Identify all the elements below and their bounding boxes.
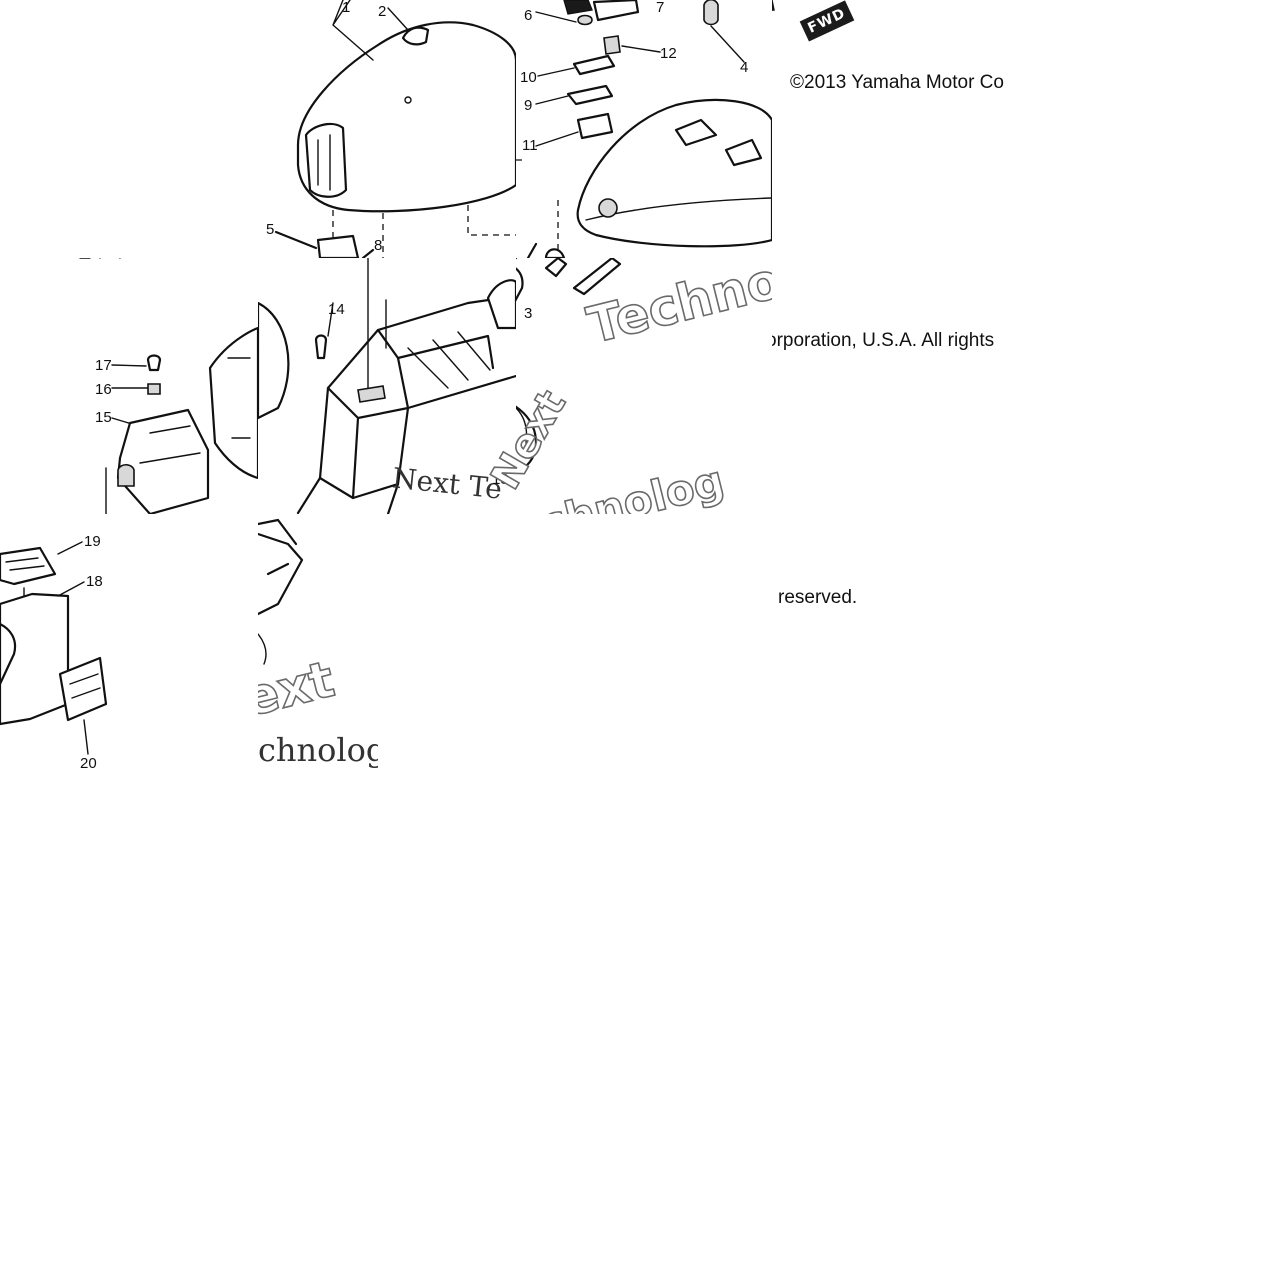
watermark-chnolog: chnolog [258,731,378,769]
callout-5: 5 [266,221,275,238]
callout-1: 1 [342,0,351,16]
emblem-19 [0,546,57,586]
tile-side-cover: 19 18 20 [0,514,258,772]
tile-copyright-top: FWD ©2013 Yamaha Motor Co [772,0,1030,258]
tile-frame-tail: 3 Techno Technolog [516,258,774,514]
seat-cowl-shape [296,21,516,213]
emblem-20 [58,656,108,722]
cowl-cap [401,26,430,46]
callout-12: 12 [660,45,677,62]
copyright-line-3: reserved. [778,587,858,608]
hardware-drawing [516,0,772,258]
callout-16: 16 [95,381,112,398]
callout-15: 15 [95,409,112,426]
fuel-tank-shape [576,98,772,248]
tile-copyright-bottom: reserved. [772,514,1030,772]
callout-7: 7 [656,0,665,16]
tile-watermark-strip [378,514,636,544]
license-bracket-shape [116,408,210,514]
callout-20: 20 [80,755,97,772]
callout-18: 18 [86,573,103,590]
callout-14: 14 [328,301,345,318]
tile-left-bracket: 17 16 15 [0,258,258,514]
rack-frame-drawing [258,258,516,514]
callout-10: 10 [520,69,537,86]
callout-17: 17 [95,357,112,374]
callout-11: 11 [522,137,538,154]
side-cover-shape [0,592,70,726]
tile-copyright-mid: orporation, U.S.A. All rights [772,258,1030,514]
copyright-line-2: orporation, U.S.A. All rights [772,330,995,351]
side-cover-drawing [0,541,108,755]
callout-3: 3 [524,305,533,322]
callout-13: 13 [492,471,509,488]
callout-19: 19 [84,533,101,550]
callout-6: 6 [524,7,533,24]
callout-9: 9 [524,97,533,114]
callout-2: 2 [378,3,387,20]
tail-lens [304,122,348,198]
tile-frame-corner: ext chnolog [258,514,378,772]
callout-8: 8 [374,237,383,254]
tile-rack-frame: 14 Next Te 13 [258,258,516,514]
tile-hardware: 6 7 12 10 9 11 4 [516,0,772,258]
copyright-line-1: ©2013 Yamaha Motor Co [790,72,1004,93]
callout-4: 4 [740,59,749,76]
tile-seat-cowl: 1 2 5 8 [258,0,516,258]
seat-cowl-drawing [274,0,516,258]
